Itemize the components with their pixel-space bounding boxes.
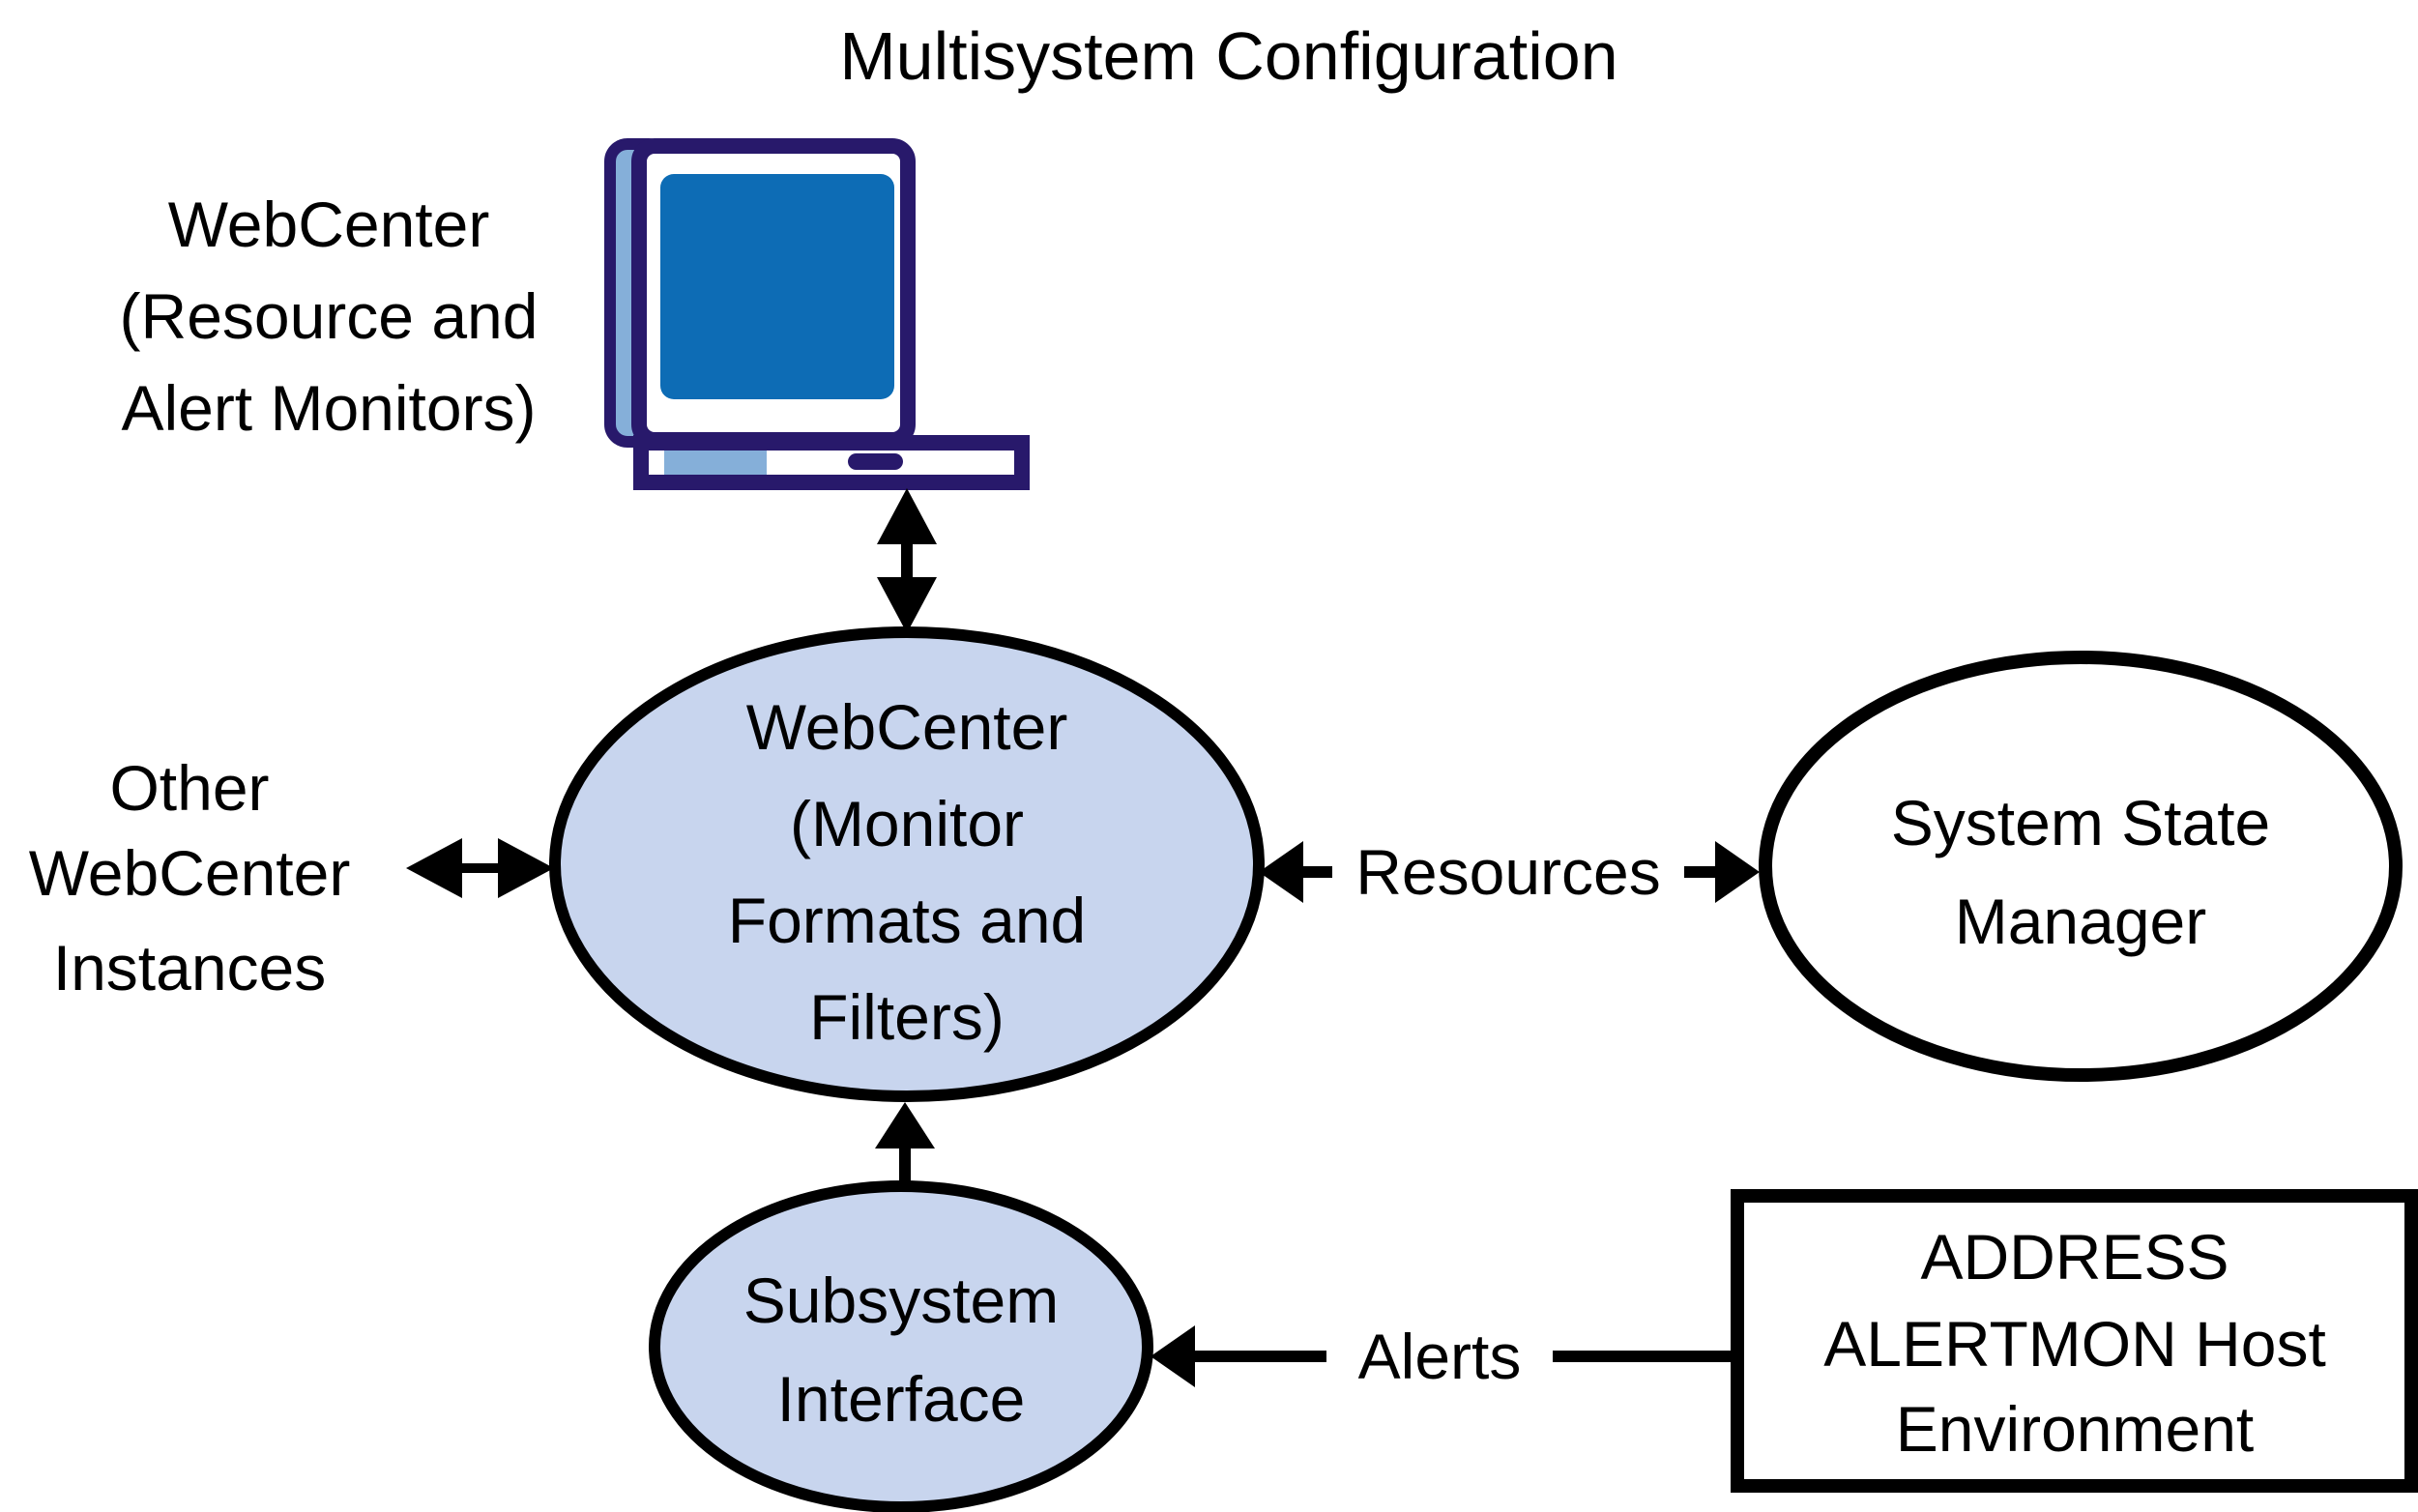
subsystem-to-webcenter-arrow (875, 1102, 935, 1191)
laptop-touchpad (848, 453, 903, 470)
resources-edge: Resources (1259, 828, 1760, 916)
alerts-edge: Alerts (1151, 1315, 1737, 1398)
resources-arrowhead-left (1259, 841, 1303, 903)
alerts-label: Alerts (1358, 1321, 1522, 1392)
other-instances-line3: Instances (53, 932, 327, 1003)
webcenter-monitors-line2: (Resource and (120, 280, 539, 352)
alertmon-host-box (1731, 1189, 2418, 1493)
system-state-manager-ellipse (1759, 651, 2403, 1082)
webcenter-monitor-line3: Formats and (728, 885, 1086, 956)
other-instances-double-arrow (406, 838, 554, 898)
webcenter-monitor-line2: (Monitor (790, 788, 1024, 859)
other-instances-line2: WebCenter (29, 837, 351, 909)
alerts-label-bg (1326, 1315, 1553, 1398)
laptop-webcenter-double-arrow (877, 488, 937, 633)
resources-label: Resources (1355, 836, 1660, 908)
subsystem-interface-line1: Subsystem (743, 1265, 1059, 1336)
system-state-manager-line1: System State (1891, 787, 2271, 858)
subsystem-interface-line2: Interface (777, 1363, 1026, 1435)
webcenter-monitor-ellipse (549, 626, 1265, 1102)
other-instances-label: Other WebCenter Instances (29, 752, 351, 1003)
alertmon-host-node: ADDRESS ALERTMON Host Environment (1731, 1189, 2418, 1493)
system-state-manager-line2: Manager (1955, 886, 2207, 957)
webcenter-monitors-line3: Alert Monitors) (121, 372, 536, 444)
alertmon-host-line3: Environment (1896, 1393, 2255, 1465)
laptop-icon (604, 138, 1030, 490)
laptop-screen (660, 174, 894, 399)
page-title: Multisystem Configuration (839, 18, 1617, 94)
subsystem-interface-node: Subsystem Interface (649, 1180, 1153, 1512)
system-state-manager-node: System State Manager (1759, 651, 2403, 1082)
resources-label-bg (1332, 828, 1684, 916)
webcenter-monitor-node: WebCenter (Monitor Formats and Filters) (549, 626, 1265, 1102)
subsystem-interface-ellipse (649, 1180, 1153, 1512)
other-instances-line1: Other (109, 752, 269, 824)
alertmon-host-line1: ADDRESS (1920, 1221, 2229, 1293)
resources-arrowhead-right (1715, 841, 1760, 903)
webcenter-monitors-line1: WebCenter (168, 189, 490, 260)
alerts-arrowhead (1151, 1325, 1195, 1387)
alertmon-host-line2: ALERTMON Host (1823, 1308, 2326, 1380)
webcenter-monitors-label: WebCenter (Resource and Alert Monitors) (120, 189, 539, 444)
laptop-base-accent (664, 451, 767, 475)
webcenter-monitor-line1: WebCenter (746, 691, 1068, 763)
webcenter-monitor-line4: Filters) (809, 981, 1005, 1053)
